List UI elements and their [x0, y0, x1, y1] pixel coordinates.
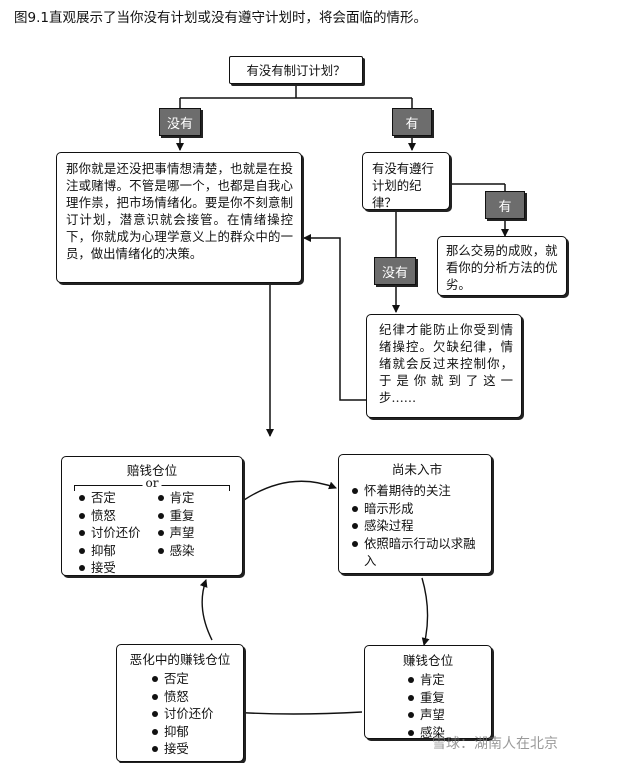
winning-position-title: 赚钱仓位 [402, 653, 454, 668]
plan-question-box: 有没有制订计划？ [229, 56, 363, 84]
not-entered-item: 依照暗示行动以求融入 [351, 535, 482, 570]
losing-right-item: 肯定 [157, 489, 194, 507]
losing-left-item: 抑郁 [78, 542, 141, 560]
not-entered-item: 感染过程 [351, 517, 483, 535]
deteriorating-item: 接受 [151, 740, 235, 758]
has-plan-tag-label: 有 [405, 116, 419, 132]
losing-position-box: 赔钱仓位 or 否定 愤怒 讨价还价 抑郁 接受 肯定 重复 声望 感染 [61, 456, 243, 576]
deteriorating-item: 抑郁 [151, 723, 235, 741]
winning-position-box: 赚钱仓位 肯定 重复 声望 感染 [364, 645, 492, 741]
winning-item: 肯定 [407, 671, 483, 689]
no-discipline-tag-label: 没有 [381, 265, 408, 281]
deteriorating-position-title: 恶化中的赚钱仓位 [129, 652, 231, 667]
not-entered-list: 怀着期待的关注 暗示形成 感染过程 依照暗示行动以求融入 [351, 482, 483, 570]
losing-right-item: 声望 [157, 524, 194, 542]
losing-right-item: 感染 [157, 542, 194, 560]
has-plan-tag: 有 [392, 108, 432, 136]
winning-item: 重复 [407, 689, 483, 707]
losing-left-item: 否定 [78, 489, 141, 507]
losing-or-divider: or [74, 476, 230, 491]
winning-list: 肯定 重复 声望 感染 [407, 671, 483, 741]
losing-left-list: 否定 愤怒 讨价还价 抑郁 接受 [78, 489, 141, 577]
has-discipline-text: 那么交易的成败，就看你的分析方法的优劣。 [446, 243, 558, 292]
losing-right-list: 肯定 重复 声望 感染 [157, 489, 194, 577]
losing-left-item: 愤怒 [78, 507, 141, 525]
discipline-question-text: 有没有遵行计划的纪律？ [372, 161, 434, 210]
deteriorating-list: 否定 愤怒 讨价还价 抑郁 接受 [151, 670, 235, 758]
no-plan-box: 那你就是还没把事情想清楚，也就是在投注或赌博。不管是哪一个，也都是自我心理作祟，… [56, 152, 302, 283]
plan-question-text: 有没有制订计划？ [246, 62, 346, 78]
no-discipline-text: 纪律才能防止你受到情绪操控。欠缺纪律，情绪就会反过来控制你，于是你就到了这一步…… [379, 322, 513, 405]
has-discipline-tag-label: 有 [498, 199, 512, 215]
no-discipline-tag: 没有 [374, 257, 416, 285]
no-plan-text: 那你就是还没把事情想清楚，也就是在投注或赌博。不管是哪一个，也都是自我心理作祟，… [66, 161, 293, 261]
no-plan-tag-label: 没有 [166, 116, 193, 132]
no-discipline-box: 纪律才能防止你受到情绪操控。欠缺纪律，情绪就会反过来控制你，于是你就到了这一步…… [366, 314, 522, 418]
losing-left-item: 讨价还价 [78, 524, 141, 542]
deteriorating-item: 否定 [151, 670, 235, 688]
not-entered-item: 暗示形成 [351, 500, 483, 518]
not-entered-box: 尚未入市 怀着期待的关注 暗示形成 感染过程 依照暗示行动以求融入 [338, 454, 492, 574]
winning-item: 感染 [407, 724, 483, 742]
winning-item: 声望 [407, 706, 483, 724]
discipline-question-box: 有没有遵行计划的纪律？ [362, 152, 450, 210]
deteriorating-item: 讨价还价 [151, 705, 235, 723]
losing-or-label: or [142, 476, 162, 490]
deteriorating-position-box: 恶化中的赚钱仓位 否定 愤怒 讨价还价 抑郁 接受 [116, 644, 244, 762]
losing-position-title: 赔钱仓位 [126, 463, 178, 478]
deteriorating-item: 愤怒 [151, 688, 235, 706]
has-discipline-tag: 有 [485, 191, 525, 219]
figure-caption: 图9.1直观展示了当你没有计划或没有遵守计划时，将会面临的情形。 [14, 10, 427, 26]
losing-left-item: 接受 [78, 559, 141, 577]
not-entered-title: 尚未入市 [391, 462, 443, 477]
losing-right-item: 重复 [157, 507, 194, 525]
not-entered-item: 怀着期待的关注 [351, 482, 483, 500]
has-discipline-box: 那么交易的成败，就看你的分析方法的优劣。 [437, 236, 567, 296]
no-plan-tag: 没有 [159, 108, 201, 136]
watermark: 雪球：湖南人在北京 [432, 736, 558, 752]
